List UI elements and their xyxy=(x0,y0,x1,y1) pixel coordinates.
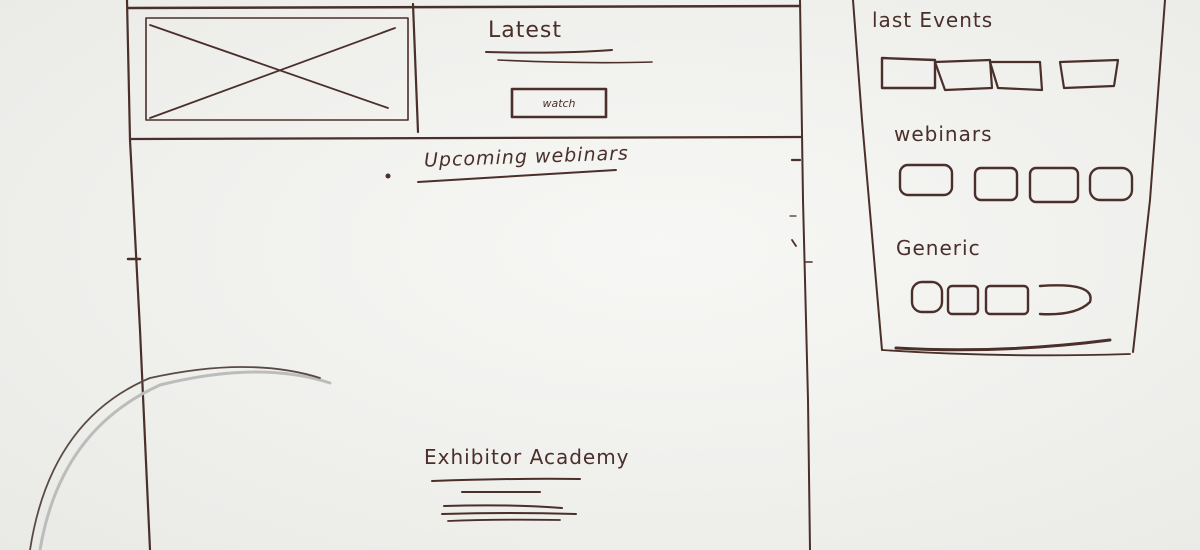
watch-button-label: watch xyxy=(542,96,576,110)
latest-heading: Latest xyxy=(488,18,562,43)
webinars-card-3 xyxy=(1028,166,1080,204)
sidebar-left-edge xyxy=(852,0,883,351)
sidebar-webinars-title: webinars xyxy=(894,122,993,146)
main-frame-right-edge xyxy=(799,0,811,550)
exhibitor-underline-c xyxy=(443,504,563,509)
hero-top-line xyxy=(126,4,802,10)
latest-underline-b xyxy=(497,59,653,64)
hero-image-cross-b xyxy=(149,27,396,119)
swoosh-curve-b xyxy=(29,366,321,550)
exhibitor-underline-e xyxy=(447,518,561,522)
generic-card-3 xyxy=(984,284,1030,316)
hero-divider xyxy=(411,2,420,134)
watch-button[interactable]: watch xyxy=(512,89,606,117)
exhibitor-underline-a xyxy=(431,477,581,482)
last-events-card-3 xyxy=(988,60,1044,92)
webinars-card-2 xyxy=(973,166,1019,202)
last-events-card-1 xyxy=(880,56,937,90)
exhibitor-academy-heading: Exhibitor Academy xyxy=(424,445,630,469)
sidebar-right-edge xyxy=(1132,0,1166,353)
scroll-tick-c xyxy=(791,239,797,247)
sidebar-bottom-stroke xyxy=(894,338,1112,352)
webinars-underline xyxy=(417,169,617,183)
webinars-card-4 xyxy=(1088,166,1134,202)
webinars-bullet xyxy=(385,173,391,179)
sidebar-bottom-edge xyxy=(881,349,1131,357)
sidebar-last-events-title: last Events xyxy=(872,8,994,32)
webinars-card-1 xyxy=(898,163,954,197)
hero-bottom-line xyxy=(128,135,804,141)
hero-image-placeholder xyxy=(145,17,409,121)
last-events-card-4 xyxy=(1058,58,1120,90)
sidebar-generic-title: Generic xyxy=(896,236,981,260)
hero-image-cross-a xyxy=(149,24,389,109)
generic-card-1 xyxy=(910,280,944,314)
generic-card-4 xyxy=(1038,284,1092,316)
generic-card-2 xyxy=(946,284,980,316)
last-events-card-2 xyxy=(933,58,994,92)
main-frame-left-edge xyxy=(125,0,152,550)
swoosh-curve-a xyxy=(38,370,332,550)
exhibitor-underline-d xyxy=(441,512,577,515)
latest-underline-a xyxy=(485,49,613,54)
watch-button-outline xyxy=(510,87,608,119)
